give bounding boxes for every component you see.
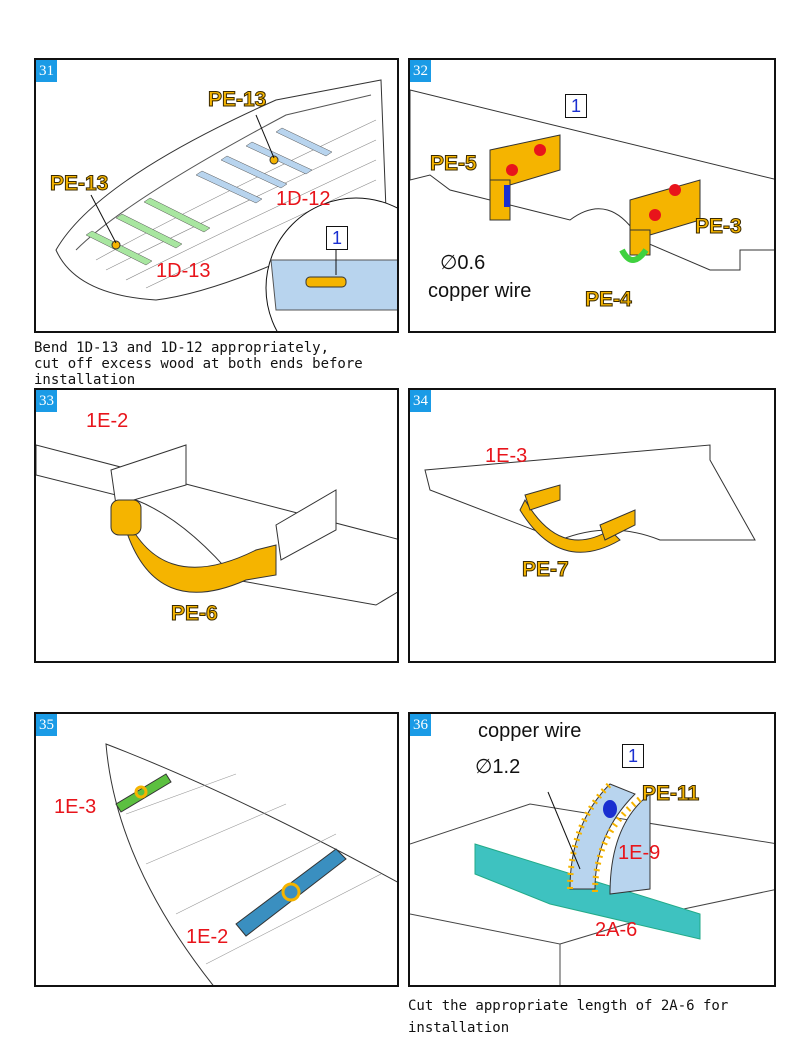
step-number: 31 bbox=[36, 60, 57, 82]
boat-illustration bbox=[55, 79, 397, 331]
boat-illustration bbox=[105, 743, 397, 985]
step-31-caption: Bend 1D-13 and 1D-12 appropriately, cut … bbox=[34, 340, 363, 388]
boat-interior-illustration bbox=[410, 781, 774, 985]
callout-number-box: 1 bbox=[565, 94, 587, 118]
rail-illustration bbox=[410, 89, 774, 271]
rail-illustration bbox=[36, 444, 397, 606]
label-pe-11: PE-11 bbox=[641, 782, 700, 806]
label-1d-13: 1D-13 bbox=[156, 260, 211, 282]
step-34-panel: 34 1E-3 PE-7 bbox=[408, 388, 776, 663]
label-diameter: ∅0.6 bbox=[440, 252, 486, 274]
step-number: 32 bbox=[410, 60, 431, 82]
label-1e-3: 1E-3 bbox=[485, 445, 528, 467]
label-pe-5: PE-5 bbox=[430, 152, 478, 176]
label-1e-2: 1E-2 bbox=[186, 926, 229, 948]
label-copper-wire: copper wire bbox=[478, 720, 582, 742]
step-31-panel: 31 PE-13 PE-13 1D-12 1D-13 1 bbox=[34, 58, 399, 333]
step-32-panel: 32 1 PE-5 PE-3 PE-4 ∅0.6 copper wire bbox=[408, 58, 776, 333]
step-number: 33 bbox=[36, 390, 57, 412]
label-copper-wire: copper wire bbox=[428, 280, 532, 302]
step-33-panel: 33 1E-2 PE-6 bbox=[34, 388, 399, 663]
label-pe-13-top: PE-13 bbox=[207, 88, 267, 112]
step-number: 36 bbox=[410, 714, 431, 736]
label-diameter: ∅1.2 bbox=[475, 756, 521, 778]
label-1e-3: 1E-3 bbox=[54, 796, 97, 818]
step-35-panel: 35 1E-3 1E-2 bbox=[34, 712, 399, 987]
label-1e-2: 1E-2 bbox=[86, 410, 129, 432]
step-number: 35 bbox=[36, 714, 57, 736]
step-number: 34 bbox=[410, 390, 431, 412]
label-pe-3: PE-3 bbox=[695, 215, 743, 239]
label-pe-7: PE-7 bbox=[522, 558, 570, 582]
rail-illustration bbox=[424, 444, 756, 553]
label-1d-12: 1D-12 bbox=[276, 188, 331, 210]
label-pe-13-left: PE-13 bbox=[49, 172, 109, 196]
label-pe-6: PE-6 bbox=[171, 602, 219, 626]
step-36-panel: 36 copper wire ∅1.2 1 PE-11 1E-9 2A-6 bbox=[408, 712, 776, 987]
step-36-caption: Cut the appropriate length of 2A-6 for i… bbox=[408, 998, 729, 1036]
label-pe-4: PE-4 bbox=[585, 288, 633, 312]
callout-number-box: 1 bbox=[622, 744, 644, 768]
label-1e-9: 1E-9 bbox=[618, 842, 661, 864]
label-2a-6: 2A-6 bbox=[595, 919, 638, 941]
callout-number-box: 1 bbox=[326, 226, 348, 250]
